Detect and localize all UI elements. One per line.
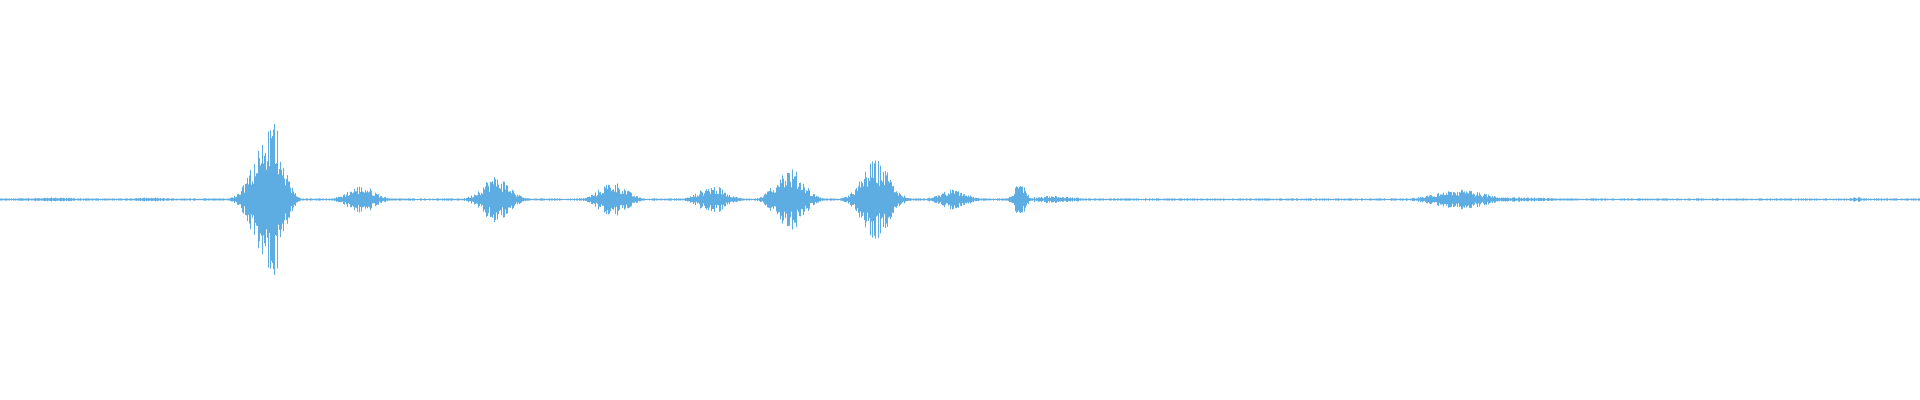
waveform-bars [0,123,1920,276]
